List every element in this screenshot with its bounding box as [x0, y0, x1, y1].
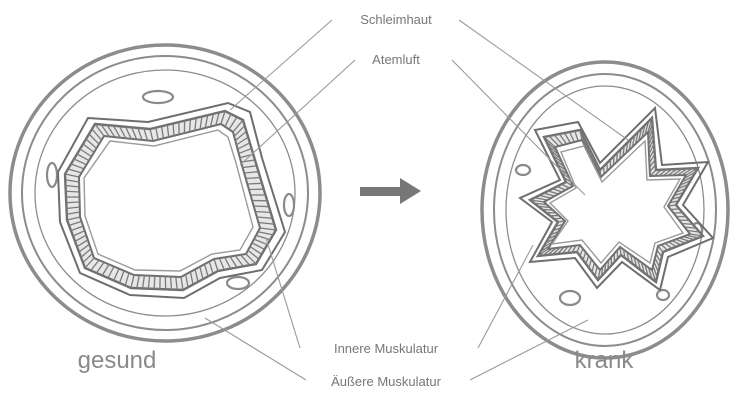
hatch-stroke [542, 209, 553, 210]
label-schleimhaut: Schleimhaut [360, 12, 432, 27]
caption-krank: krank [575, 347, 635, 374]
hatch-stroke [66, 191, 80, 192]
hatch-stroke [254, 206, 269, 207]
hatch-stroke [617, 250, 618, 258]
hatch-stroke [171, 277, 172, 290]
healthy-bronchus-cross-section [10, 45, 320, 341]
hatch-stroke [679, 220, 690, 221]
hatch-stroke [617, 153, 618, 162]
leader-innere-right [478, 245, 533, 348]
hatch-stroke [154, 276, 155, 289]
hatch-stroke [603, 167, 604, 174]
leader-schleimhaut-right [459, 20, 628, 140]
hatch-stroke [554, 218, 562, 219]
sick-bronchus-cross-section [482, 62, 728, 358]
hatch-stroke [671, 209, 680, 210]
leader-innere-left [266, 238, 300, 348]
airway-lumen [84, 130, 253, 271]
leader-aeussere-left [205, 318, 306, 380]
hatch-stroke [247, 183, 262, 184]
hatch-stroke [66, 202, 79, 203]
label-atemluft: Atemluft [372, 52, 420, 67]
hatch-stroke [608, 260, 609, 269]
label-innere-muskulatur: Innere Muskulatur [334, 341, 439, 356]
hatch-stroke [682, 224, 693, 225]
transition-arrow [360, 178, 421, 204]
hatch-stroke [173, 123, 174, 135]
caption-gesund: gesund [78, 347, 157, 374]
label-aeussere-muskulatur: Äußere Muskulatur [331, 374, 441, 389]
hatch-stroke [190, 119, 191, 132]
